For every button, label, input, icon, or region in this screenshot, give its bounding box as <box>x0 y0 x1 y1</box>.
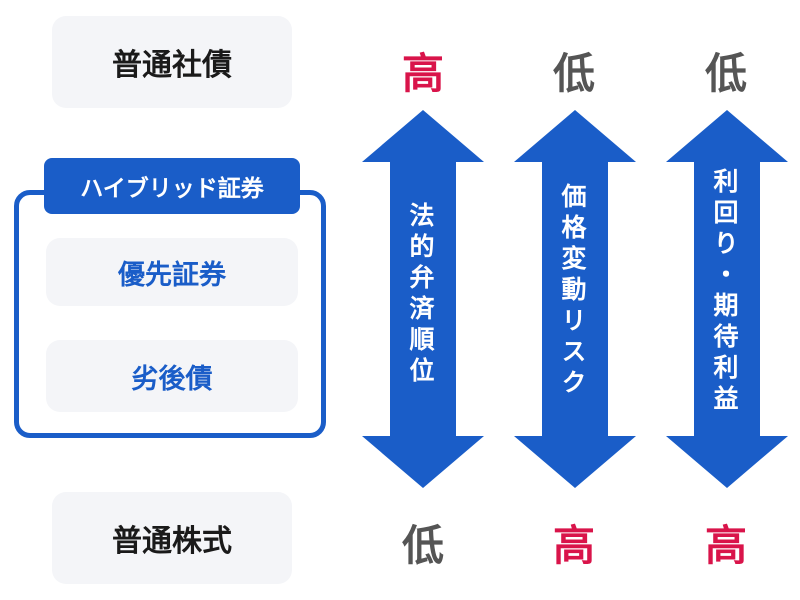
stock-box: 普通株式 <box>52 492 292 584</box>
arrow-2-label: 価格変動リスク <box>558 183 587 400</box>
arrow-1-bottom-level: 低 <box>401 521 444 570</box>
double-arrow-3 <box>666 110 788 488</box>
arrow-2-top-level: 低 <box>552 49 595 98</box>
bond-label: 普通社債 <box>112 48 232 83</box>
subordinated-bond-box: 劣後債 <box>46 340 298 412</box>
double-arrow-2 <box>514 110 636 488</box>
arrow-1-top-level: 高 <box>401 49 444 98</box>
arrow-3-top-level: 低 <box>704 49 747 98</box>
arrow-3-bottom-level: 高 <box>704 521 747 570</box>
arrow-1-label: 法的弁済順位 <box>406 202 435 388</box>
hybrid-group-title: ハイブリッド証券 <box>44 158 300 214</box>
preferred-securities-box: 優先証券 <box>46 238 298 306</box>
arrow-2-bottom-level: 高 <box>552 521 595 570</box>
stock-label: 普通株式 <box>112 524 232 559</box>
arrow-3-label: 利回り・期待利益 <box>710 168 739 416</box>
preferred-securities-label: 優先証券 <box>118 259 226 291</box>
subordinated-bond-label: 劣後債 <box>131 363 213 395</box>
double-arrow-1 <box>362 110 484 488</box>
bond-box: 普通社債 <box>52 16 292 108</box>
